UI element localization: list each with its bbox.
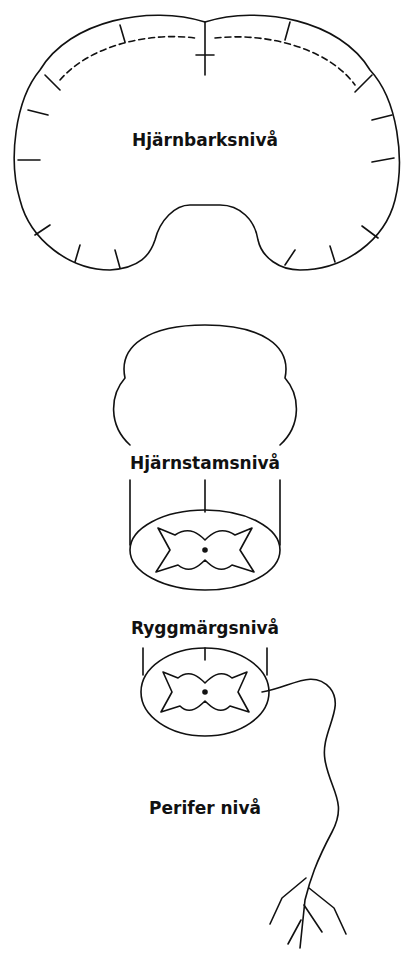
brainstem-stem bbox=[130, 480, 280, 545]
brainstem-level-label: Hjärnstamsnivå bbox=[128, 453, 282, 473]
longitudinal-fissure bbox=[196, 22, 214, 75]
spinal-grey-matter bbox=[161, 672, 249, 712]
nerve-branches bbox=[270, 878, 346, 944]
cerebrum-outline bbox=[14, 15, 399, 270]
brainstem-cord-section bbox=[130, 510, 280, 590]
cortex-level-label: Hjärnbarksnivå bbox=[130, 130, 280, 150]
sulci bbox=[18, 22, 394, 268]
brainstem-grey-matter bbox=[156, 528, 254, 572]
spinal-cord-level-label: Ryggmärgsnivå bbox=[129, 618, 281, 638]
inner-dashed-line bbox=[60, 37, 355, 85]
spinal-cord-lines bbox=[143, 648, 267, 675]
peripheral-nerve bbox=[262, 679, 338, 948]
spinal-cord-section bbox=[141, 648, 269, 736]
brainstem-outline bbox=[114, 325, 297, 445]
peripheral-level-label: Perifer nivå bbox=[147, 798, 263, 818]
